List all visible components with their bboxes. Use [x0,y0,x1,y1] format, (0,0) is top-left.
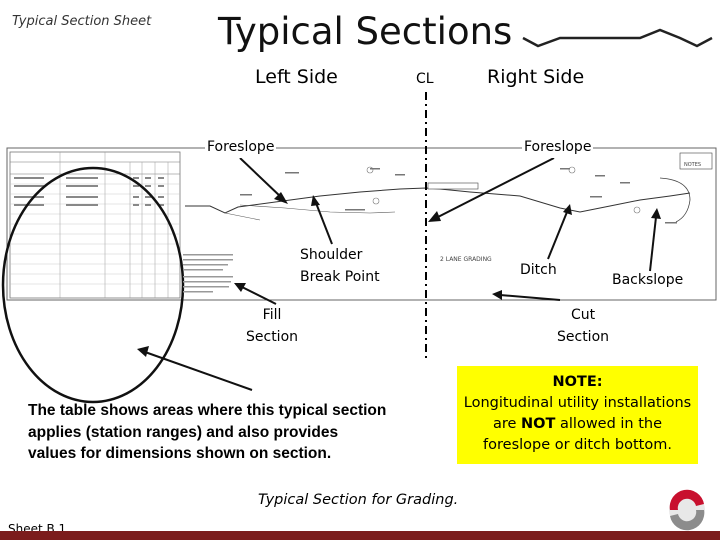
table-highlight-circle [1,166,185,404]
title-decoration-line [522,28,713,48]
page-title: Typical Sections [218,10,513,53]
right-side-label: Right Side [487,66,585,88]
centerline-label: CL [416,71,434,87]
fill-section-label: Fill Section [246,304,298,348]
callout-arrows [144,157,657,391]
backslope-label: Backslope [612,272,684,288]
cut-section-label: Cut Section [557,304,609,348]
shoulder-break-line2: Break Point [300,269,380,285]
footer-bar [0,531,720,540]
figure-caption: Typical Section for Grading. [258,492,459,508]
cut-line1: Cut [570,307,596,323]
grading-detail-line [239,204,396,214]
cut-ditch-curve [659,177,691,223]
drawing-notes-block [183,254,233,293]
utility-note-box: NOTE: Longitudinal utility installations… [457,366,698,464]
corner-title: Typical Section Sheet [12,14,152,29]
callout-arrowheads [137,192,661,357]
table-explanation: The table shows areas where this typical… [28,402,387,462]
fill-line2: Section [246,329,299,345]
grading-label: 2 LANE GRADING [440,256,492,263]
left-side-label: Left Side [255,66,338,88]
notes-tag: NOTES [684,162,701,168]
agency-logo [669,489,705,531]
foreslope-left-label: Foreslope [205,136,277,158]
note-heading: NOTE: [552,374,603,390]
foreslope-right-label: Foreslope [522,136,594,158]
note-line3: foreslope or ditch bottom. [483,437,672,453]
location-table [9,151,181,299]
fill-slope-line [224,212,261,221]
note-line1: Longitudinal utility installations [463,395,692,411]
notes-tag-box [679,152,713,170]
drawing-dimension-marks [240,166,677,224]
cut-line2: Section [557,329,610,345]
note-line2: are NOT allowed in the [492,416,663,432]
ditch-label: Ditch [520,262,557,278]
fill-line1: Fill [262,307,282,323]
shoulder-break-label: Shoulder Break Point [300,244,380,288]
shoulder-break-line1: Shoulder [300,247,363,263]
typical-label-box [427,182,479,190]
